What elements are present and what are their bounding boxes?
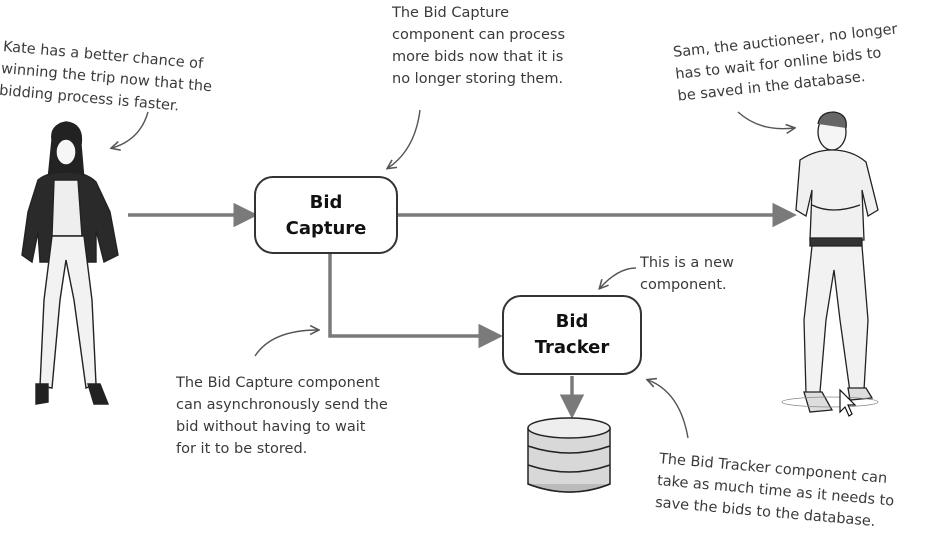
async-annotation-line: The Bid Capture component — [176, 375, 380, 391]
bid-tracker-box — [502, 295, 642, 375]
async-annotation: The Bid Capture component can asynchrono… — [176, 372, 388, 460]
pointer-tracker-note — [648, 380, 689, 439]
bid-capture-annotation-line: The Bid Capture — [392, 5, 510, 21]
pointer-new-component-note — [600, 267, 637, 288]
bid-capture-annotation-line: more bids now that it is — [392, 49, 564, 65]
new-component-annotation-line: This is a new — [640, 255, 734, 271]
arrow-capture-to-tracker — [328, 254, 503, 349]
async-annotation-line: bid without having to wait — [176, 419, 366, 435]
pointer-sam-note — [737, 111, 794, 129]
bid-tracker-label-line2: Tracker — [534, 337, 610, 358]
bid-capture-annotation: The Bid Capture component can process mo… — [392, 2, 565, 90]
bid-capture-annotation-line: no longer storing them. — [392, 71, 564, 87]
bid-capture-box — [254, 176, 398, 254]
async-annotation-line: can asynchronously send the — [176, 397, 388, 413]
bid-capture-label-line1: Bid — [309, 192, 343, 213]
database-icon — [527, 417, 611, 493]
bid-capture-label: Bid Capture — [255, 190, 397, 242]
sam-figure-icon — [781, 111, 879, 413]
mouse-cursor-icon — [839, 388, 857, 417]
bid-tracker-label-line1: Bid — [555, 311, 589, 332]
kate-figure-icon — [21, 121, 119, 405]
new-component-annotation-line: component. — [640, 277, 727, 293]
new-component-annotation: This is a new component. — [640, 252, 734, 296]
pointer-capture-note — [388, 109, 421, 168]
async-annotation-line: for it to be stored. — [176, 441, 308, 457]
pointer-kate-note — [112, 111, 149, 148]
bid-capture-annotation-line: component can process — [392, 27, 566, 43]
bid-capture-label-line2: Capture — [285, 218, 367, 239]
pointer-async-note — [254, 330, 318, 357]
bid-tracker-label: Bid Tracker — [503, 309, 641, 361]
